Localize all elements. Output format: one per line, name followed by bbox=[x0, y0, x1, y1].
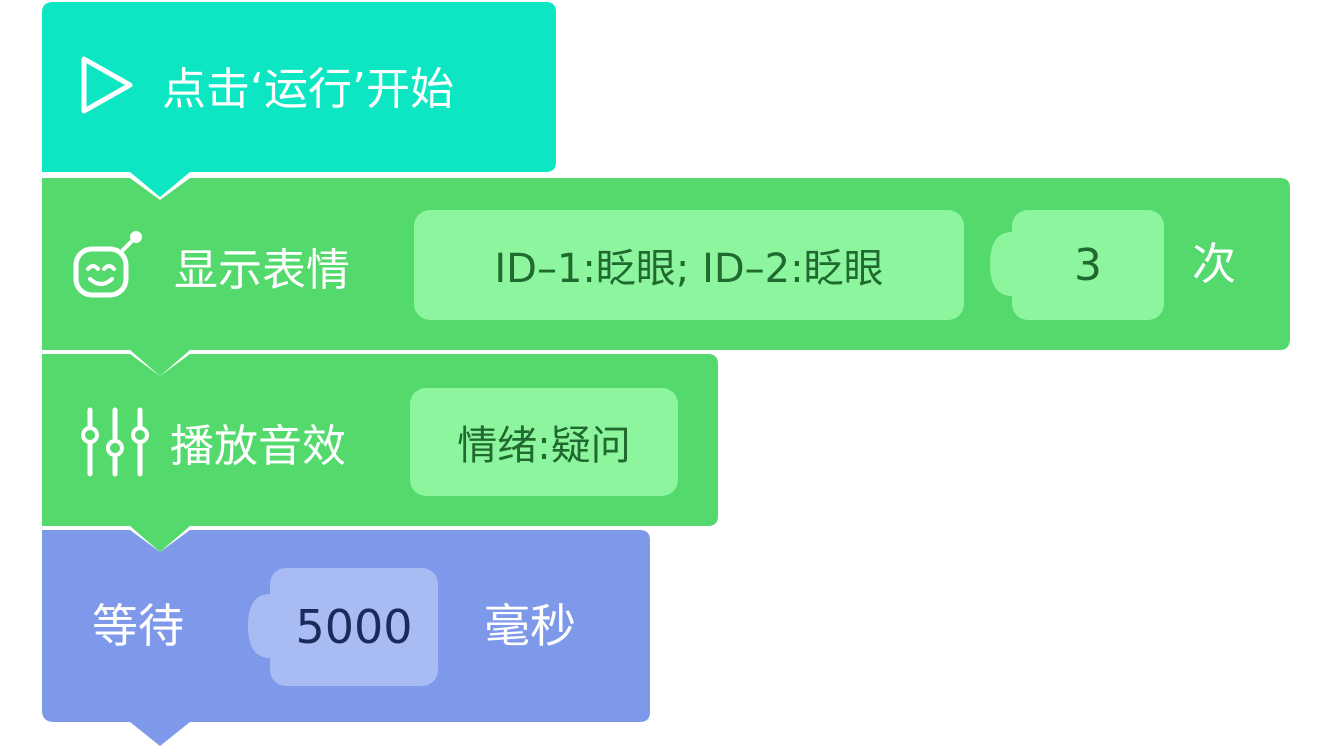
count-value-field[interactable]: 3 bbox=[1012, 210, 1164, 320]
show-expression-label: 显示表情 bbox=[174, 245, 350, 296]
start-block-shape bbox=[42, 2, 556, 197]
count-value-text: 3 bbox=[1074, 239, 1102, 291]
expression-value-text: ID–1:眨眼; ID–2:眨眼 bbox=[494, 246, 884, 292]
duration-value-field[interactable]: 5000 bbox=[270, 568, 438, 686]
sliders-icon bbox=[80, 406, 150, 478]
wait-label: 等待 bbox=[92, 599, 184, 653]
expression-value-field[interactable]: ID–1:眨眼; ID–2:眨眼 bbox=[414, 210, 964, 320]
play-sound-block[interactable]: 播放音效 情绪:疑问 bbox=[0, 352, 740, 562]
wait-block[interactable]: 等待 5000 毫秒 bbox=[0, 528, 660, 748]
sound-value-field[interactable]: 情绪:疑问 bbox=[410, 388, 678, 496]
count-unit-label: 次 bbox=[1192, 239, 1236, 290]
start-block-label: 点击‘运行’开始 bbox=[162, 64, 454, 115]
play-sound-label: 播放音效 bbox=[170, 421, 346, 472]
robot-face-icon bbox=[70, 231, 148, 301]
sound-value-text: 情绪:疑问 bbox=[457, 423, 631, 469]
start-block[interactable]: 点击‘运行’开始 bbox=[0, 0, 600, 200]
duration-value-text: 5000 bbox=[295, 600, 413, 654]
show-expression-block[interactable]: 显示表情 ID–1:眨眼; ID–2:眨眼 3 次 bbox=[0, 176, 1300, 386]
duration-unit-label: 毫秒 bbox=[484, 599, 576, 653]
play-icon bbox=[78, 53, 134, 117]
